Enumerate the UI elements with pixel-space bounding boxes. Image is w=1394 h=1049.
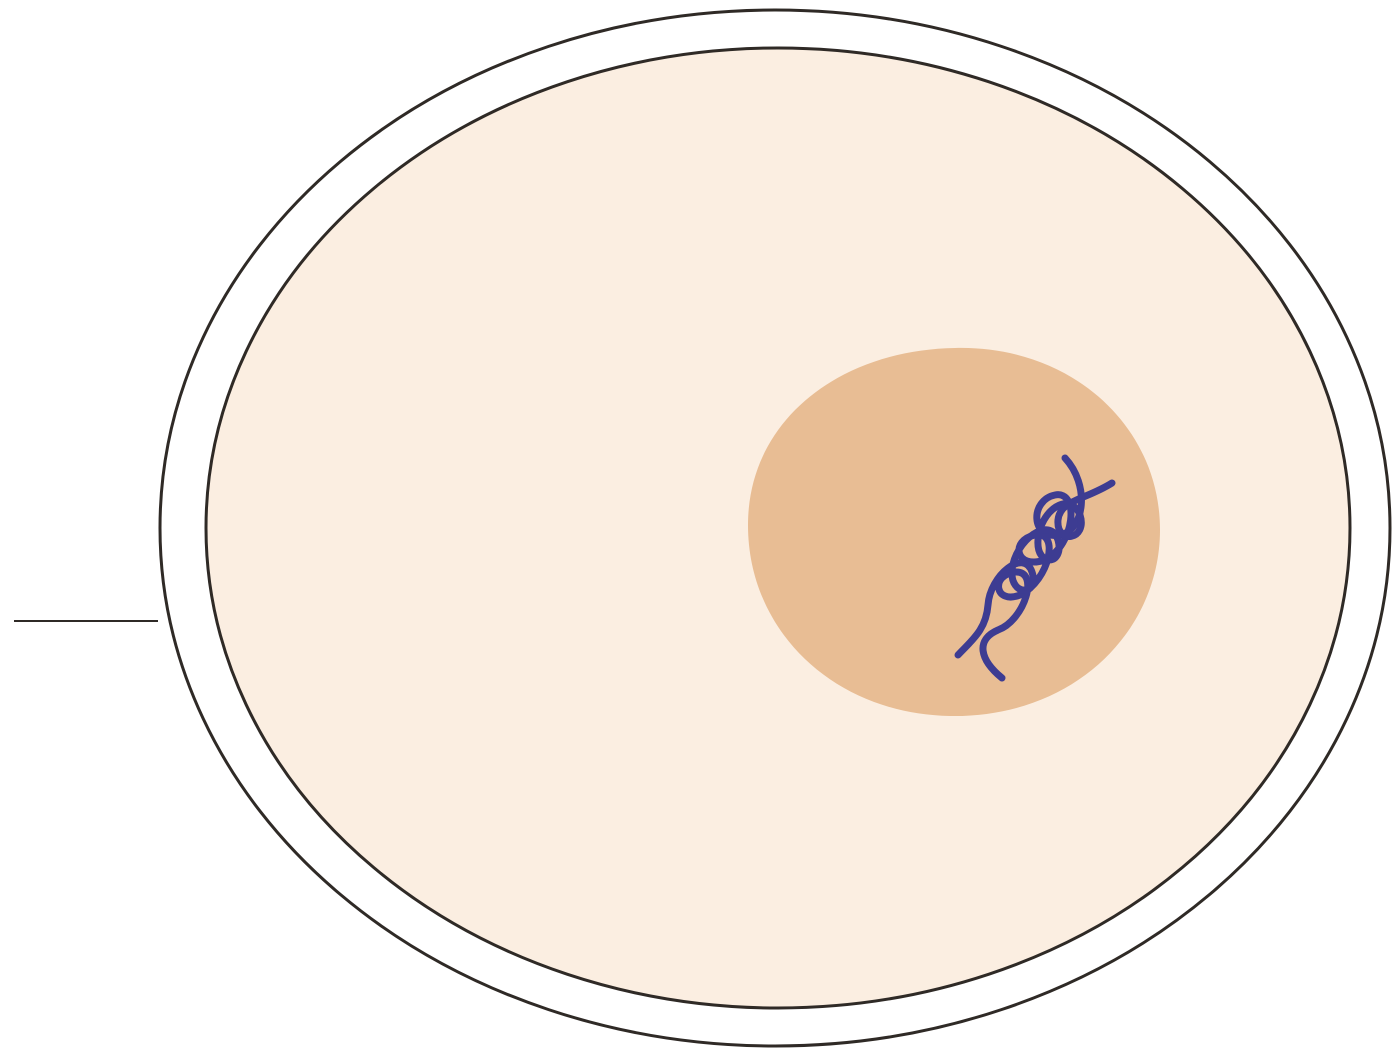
- nucleus: [748, 348, 1160, 716]
